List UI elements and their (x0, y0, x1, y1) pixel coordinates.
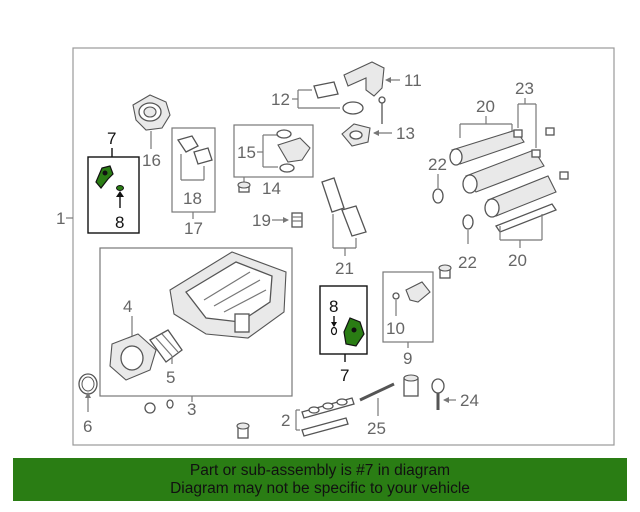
callout-13: 13 (396, 124, 415, 143)
callout-21: 21 (335, 259, 354, 278)
small-hardware (144, 399, 250, 439)
part-4-throttle-body (109, 333, 157, 381)
bolt-part (438, 264, 452, 279)
part-7-box-center (319, 285, 368, 355)
callout-7-center[interactable]: 7 (340, 366, 349, 385)
part-15-box (233, 124, 314, 178)
part-7-box-left (87, 156, 140, 234)
part-8-oring-left[interactable] (116, 185, 124, 191)
part-16-housing (132, 94, 171, 131)
part-20-intercooler-upper (449, 129, 545, 194)
callout-18: 18 (183, 189, 202, 208)
callout-14: 14 (262, 179, 281, 198)
callout-17: 17 (184, 219, 203, 238)
callout-23: 23 (515, 79, 534, 98)
callout-8-center[interactable]: 8 (329, 297, 338, 316)
callout-24: 24 (460, 391, 479, 410)
callout-11: 11 (404, 71, 422, 90)
part-19-stud (291, 212, 303, 228)
part-6-oring (78, 373, 98, 395)
part-7-sensor-left[interactable] (95, 165, 114, 189)
part-25-rod (359, 382, 397, 405)
banner-line-2: Diagram may not be specific to your vehi… (170, 480, 470, 497)
callout-16: 16 (142, 151, 161, 170)
callout-3: 3 (187, 400, 196, 419)
callout-6: 6 (83, 417, 92, 436)
callout-22-lower: 22 (458, 253, 477, 272)
part-5-bellows (149, 329, 183, 363)
callout-8-left[interactable]: 8 (115, 213, 124, 232)
part-14-bolt (237, 181, 251, 193)
callout-1: 1 (56, 209, 65, 228)
callout-12: 12 (271, 90, 290, 109)
callout-2: 2 (281, 411, 290, 430)
callout-15: 15 (237, 143, 256, 162)
callout-10: 10 (386, 319, 405, 338)
supercharger-assembly (169, 251, 287, 339)
parts-diagram: 1 7 8 16 18 17 15 14 12 (56, 47, 615, 446)
cylinder-part (403, 374, 419, 397)
part-10-sensor (392, 281, 431, 303)
callout-7-left[interactable]: 7 (107, 129, 116, 148)
banner-line-1: Part or sub-assembly is #7 in diagram (189, 462, 451, 479)
part-13-flange (341, 123, 371, 147)
part-8-oring-center[interactable] (330, 326, 338, 336)
callout-20-bottom: 20 (508, 251, 527, 270)
callout-5: 5 (166, 368, 175, 387)
callout-9: 9 (403, 349, 412, 368)
part-20-intercooler-lower (484, 175, 557, 233)
callout-22-upper: 22 (428, 155, 447, 174)
part-7-sensor-center[interactable] (343, 317, 365, 347)
callout-25: 25 (367, 419, 386, 438)
callout-4: 4 (123, 297, 132, 316)
callout-20-top: 20 (476, 97, 495, 116)
part-2-gasket-set (301, 397, 355, 437)
info-banner: Part or sub-assembly is #7 in diagram Di… (13, 458, 627, 501)
callout-19: 19 (252, 211, 271, 230)
part-11-pipe (343, 61, 385, 97)
part-24-bolt (431, 378, 445, 410)
part-3-box (99, 247, 293, 397)
